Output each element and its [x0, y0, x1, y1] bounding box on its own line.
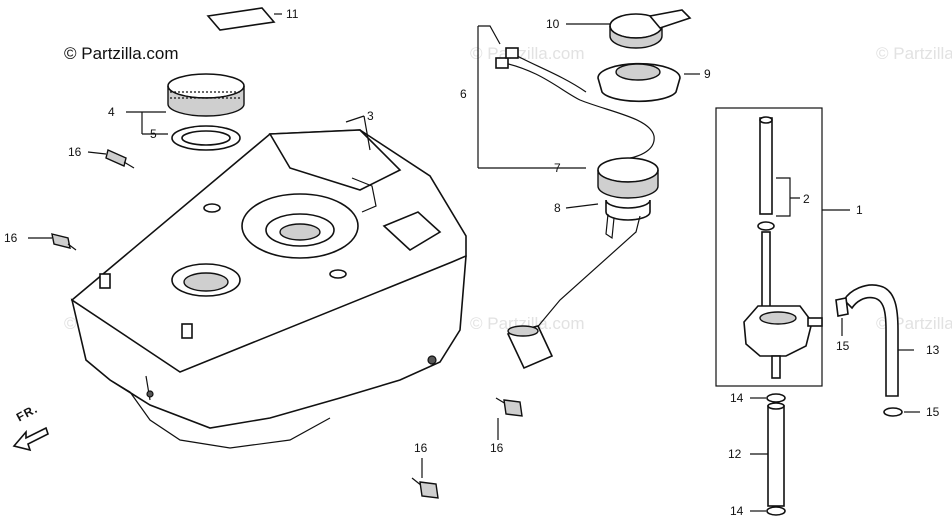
part-9-retaining-ring: [597, 62, 681, 103]
callout-8: 8: [554, 201, 561, 215]
callout-16-a: 16: [68, 145, 82, 159]
watermark-mid: © Partzilla.com: [470, 314, 585, 333]
callout-9: 9: [704, 67, 711, 81]
part-14-clip-b: [766, 506, 786, 516]
part-16-bolt-a: [105, 149, 135, 169]
part-5-gasket: [171, 125, 241, 151]
part-1-assembly-box: [715, 107, 823, 387]
callout-16-d: 16: [414, 441, 428, 455]
watermark-top-right: © Partzilla.com: [876, 44, 952, 63]
callout-4: 4: [108, 105, 115, 119]
part-11-label-sticker: [206, 7, 282, 31]
part-16-bolt-c: [495, 397, 523, 417]
part-3-fuel-tank: [70, 129, 467, 449]
callout-10: 10: [546, 17, 560, 31]
part-14-clip-a: [766, 393, 786, 403]
bracket-4-5: [126, 111, 168, 135]
part-16-bolt-b: [51, 233, 77, 251]
callout-14-a: 14: [730, 391, 744, 405]
callout-5: 5: [150, 127, 157, 141]
callout-13: 13: [926, 343, 940, 357]
leader-lines: [28, 23, 920, 512]
part-10-cap: [609, 9, 692, 49]
part-4-fuel-cap: [167, 73, 245, 117]
callout-2: 2: [803, 192, 810, 206]
front-direction-arrow: [12, 426, 49, 452]
part-13-fuel-hose: [842, 284, 899, 397]
callout-1: 1: [856, 203, 863, 217]
bracket-6-7: [477, 25, 586, 169]
callout-3: 3: [367, 109, 374, 123]
callout-15-a: 15: [836, 339, 850, 353]
copyright-notice: © Partzilla.com: [64, 44, 179, 63]
callout-6: 6: [460, 87, 467, 101]
part-15-clip-a: [835, 297, 849, 317]
part-7-fuel-gauge-unit: [495, 47, 659, 199]
callout-14-b: 14: [730, 504, 744, 518]
callout-15-b: 15: [926, 405, 940, 419]
callout-7: 7: [554, 161, 561, 175]
callout-16-b: 16: [4, 231, 18, 245]
part-8-float-arm: [506, 199, 651, 370]
callout-16-c: 16: [490, 441, 504, 455]
part-15-clip-b: [883, 407, 903, 417]
part-2-strainer-pipe: [757, 116, 775, 313]
part-12-fuel-tube: [767, 402, 785, 507]
callout-12: 12: [728, 447, 742, 461]
callout-11: 11: [286, 7, 299, 21]
part-16-bolt-d: [411, 477, 439, 499]
part-1-fuel-valve: [743, 305, 823, 379]
